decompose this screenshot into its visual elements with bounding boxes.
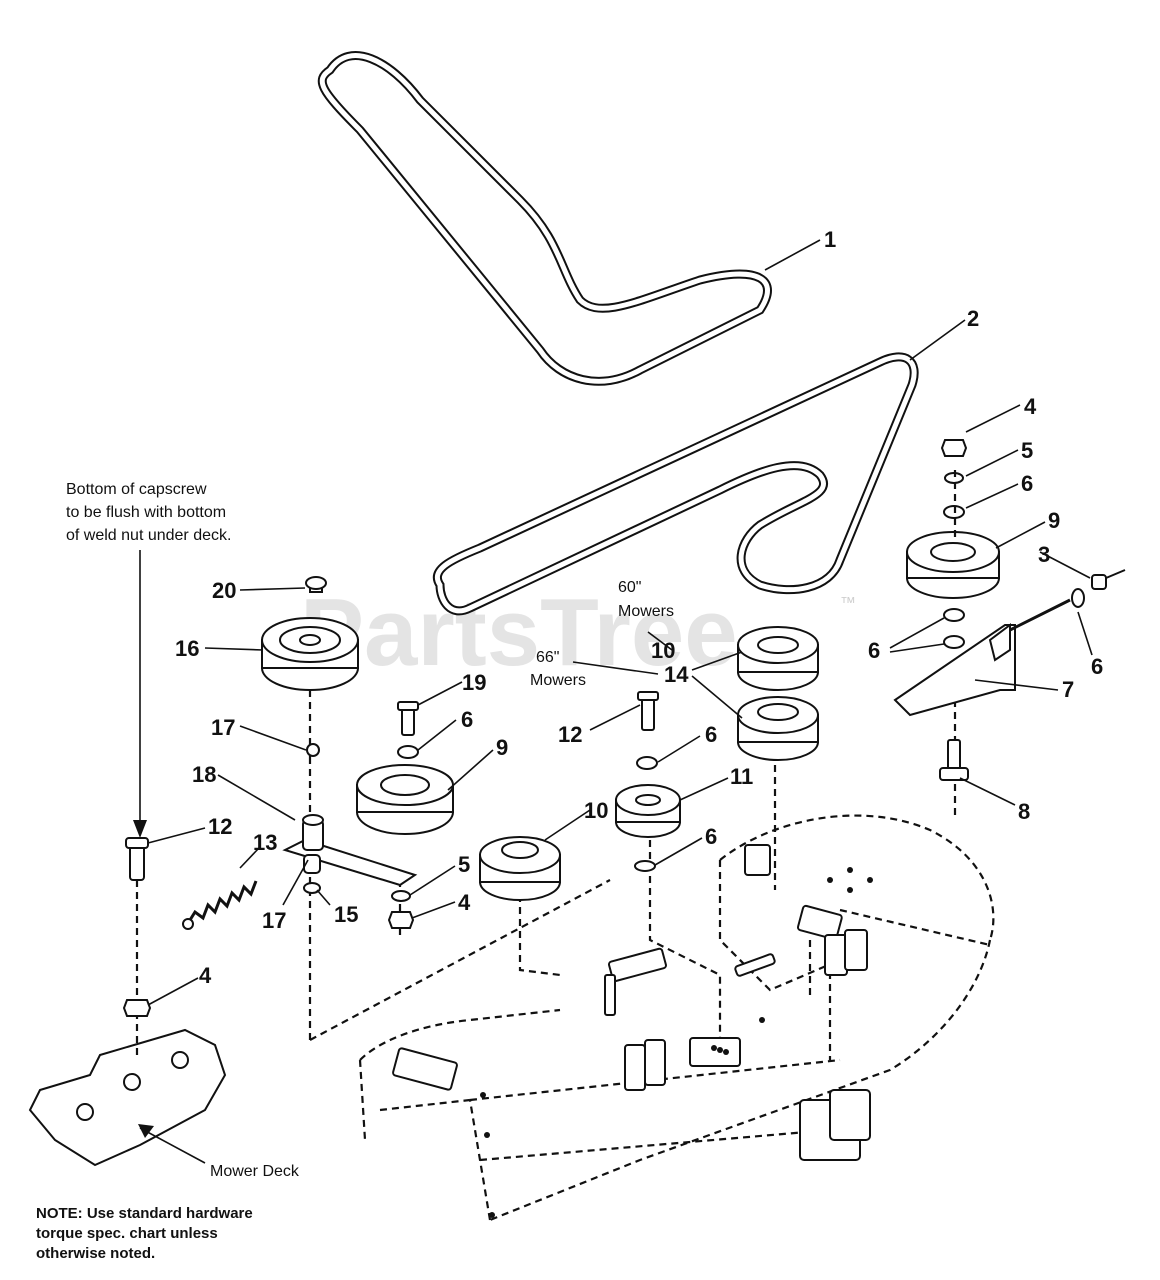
capscrew-note-line-2: to be flush with bottom bbox=[66, 504, 226, 521]
label-66in: 66" bbox=[536, 649, 559, 666]
mower-deck-label: Mower Deck bbox=[210, 1163, 300, 1180]
callout-10-middle: 10 bbox=[584, 798, 608, 823]
pulley-9-middle bbox=[356, 701, 454, 929]
callout-20: 20 bbox=[212, 578, 236, 603]
pulley-14-66in bbox=[737, 696, 819, 761]
callout-12-middle: 12 bbox=[558, 722, 582, 747]
callout-4-right: 4 bbox=[1024, 394, 1037, 419]
callout-16: 16 bbox=[175, 636, 199, 661]
idler-arm-18 bbox=[282, 743, 418, 894]
callout-4-left: 4 bbox=[199, 963, 212, 988]
callout-10-60in: 10 bbox=[651, 638, 675, 663]
torque-note-line-3: otherwise noted. bbox=[36, 1245, 155, 1262]
belt-2 bbox=[433, 352, 919, 616]
callout-6-right-pair: 6 bbox=[868, 638, 880, 663]
callout-6-right-top: 6 bbox=[1021, 471, 1033, 496]
callout-6-center-bottom: 6 bbox=[705, 824, 717, 849]
callout-9-right: 9 bbox=[1048, 508, 1060, 533]
deck-hardware-details bbox=[392, 844, 873, 1218]
pulley-10-middle bbox=[479, 836, 561, 901]
callout-5-right: 5 bbox=[1021, 438, 1033, 463]
callout-13: 13 bbox=[253, 830, 277, 855]
callout-6-center-top: 6 bbox=[705, 722, 717, 747]
callout-2: 2 bbox=[967, 306, 979, 331]
capscrew-note: Bottom of capscrew to be flush with bott… bbox=[66, 481, 231, 544]
torque-note: NOTE: Use standard hardware torque spec.… bbox=[36, 1205, 253, 1262]
mower-deck-plate bbox=[28, 1028, 227, 1167]
callout-14: 14 bbox=[664, 662, 689, 687]
belt-1 bbox=[317, 51, 772, 386]
pulley-16 bbox=[261, 576, 359, 691]
pulley-10-60in bbox=[737, 626, 819, 691]
callout-4-middle: 4 bbox=[458, 890, 471, 915]
callout-15: 15 bbox=[334, 902, 358, 927]
pulley-11 bbox=[615, 691, 681, 872]
torque-note-line-2: torque spec. chart unless bbox=[36, 1225, 218, 1242]
label-60in-mowers: Mowers bbox=[618, 603, 674, 620]
label-60in: 60" bbox=[618, 579, 641, 596]
callout-6-right-bolt: 6 bbox=[1091, 654, 1103, 679]
left-capscrew-assembly bbox=[122, 550, 152, 1060]
watermark-text: PartsTree bbox=[300, 579, 738, 686]
callout-11: 11 bbox=[730, 764, 753, 789]
callout-18: 18 bbox=[192, 762, 216, 787]
callout-5-middle: 5 bbox=[458, 852, 470, 877]
callout-9-middle: 9 bbox=[496, 735, 508, 760]
mower-variant-labels: 60" Mowers 66" Mowers bbox=[530, 579, 674, 689]
capscrew-note-line-3: of weld nut under deck. bbox=[66, 527, 231, 544]
callout-7: 7 bbox=[1062, 677, 1074, 702]
callout-6-middle: 6 bbox=[461, 707, 473, 732]
callout-1: 1 bbox=[824, 227, 836, 252]
torque-note-line-1: NOTE: Use standard hardware bbox=[36, 1205, 253, 1222]
callout-19: 19 bbox=[462, 670, 486, 695]
callout-12-left: 12 bbox=[208, 814, 232, 839]
watermark-trademark: ™ bbox=[840, 595, 856, 612]
capscrew-note-line-1: Bottom of capscrew bbox=[66, 481, 207, 498]
leader-lines bbox=[138, 239, 1093, 1164]
callout-8: 8 bbox=[1018, 799, 1030, 824]
callout-labels: 1 2 3 4 4 4 5 5 6 6 6 6 6 6 7 8 9 9 10 1… bbox=[175, 227, 1103, 988]
spring-13 bbox=[182, 880, 258, 930]
callout-17-bottom: 17 bbox=[262, 908, 286, 933]
callout-17-top: 17 bbox=[211, 715, 235, 740]
label-66in-mowers: Mowers bbox=[530, 672, 586, 689]
callout-3: 3 bbox=[1038, 542, 1050, 567]
right-idler-assembly bbox=[893, 439, 1126, 781]
